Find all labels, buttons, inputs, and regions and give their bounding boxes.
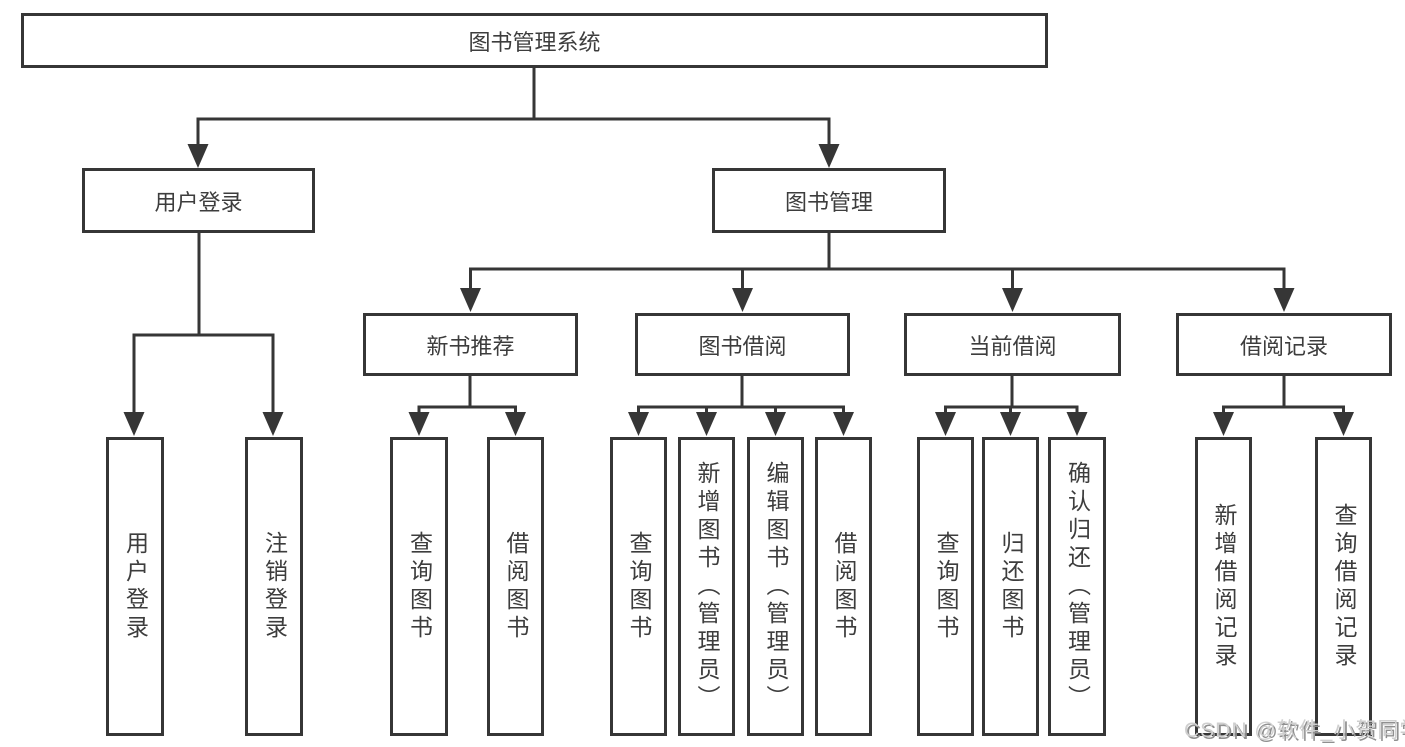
node-borrow-records-label: 借阅记录 — [1239, 333, 1328, 359]
leaf-logout: 注销登录 — [245, 437, 303, 736]
node-book-management: 图书管理 — [712, 168, 946, 233]
node-borrow-records: 借阅记录 — [1176, 313, 1392, 376]
node-root-label: 图书管理系统 — [468, 29, 601, 55]
node-current-borrow-label: 当前借阅 — [968, 333, 1057, 359]
leaf-recommend-borrow-books-label: 借阅图书 — [503, 530, 529, 643]
connector-user-login-children — [123, 232, 284, 436]
leaf-add-borrow-record: 新增借阅记录 — [1195, 437, 1252, 736]
leaf-add-borrow-record-label: 新增借阅记录 — [1211, 502, 1237, 671]
leaf-user-login-label: 用户登录 — [122, 530, 149, 643]
leaf-current-query-books: 查询图书 — [917, 437, 974, 736]
leaf-recommend-borrow-books: 借阅图书 — [487, 437, 544, 736]
leaf-return-books-label: 归还图书 — [998, 530, 1024, 643]
node-new-book-recommend: 新书推荐 — [363, 313, 578, 376]
leaf-recommend-query-books-label: 查询图书 — [406, 530, 433, 643]
leaf-borrow-books-label: 借阅图书 — [831, 530, 857, 643]
leaf-logout-label: 注销登录 — [261, 530, 288, 643]
node-user-login-label: 用户登录 — [154, 189, 243, 215]
leaf-add-books-admin: 新增图书（管理员） — [678, 437, 735, 736]
connector-book-borrow-children — [628, 376, 854, 436]
connector-current-borrow-children — [935, 376, 1088, 436]
leaf-return-books: 归还图书 — [982, 437, 1039, 736]
node-root-library-system: 图书管理系统 — [21, 13, 1048, 68]
leaf-borrow-books: 借阅图书 — [815, 437, 872, 736]
connector-borrow-records-children — [1213, 376, 1354, 436]
node-book-borrow-label: 图书借阅 — [698, 333, 787, 359]
node-user-login: 用户登录 — [82, 168, 315, 233]
leaf-borrow-query-books: 查询图书 — [610, 437, 667, 736]
leaf-query-borrow-record: 查询借阅记录 — [1315, 437, 1372, 736]
csdn-watermark: CSDN @软件_小贺同学 — [1184, 719, 1405, 742]
leaf-edit-books-admin: 编辑图书（管理员） — [747, 437, 804, 736]
connector-book-management-children — [460, 233, 1295, 312]
leaf-recommend-query-books: 查询图书 — [390, 437, 448, 736]
leaf-add-books-admin-label: 新增图书（管理员） — [694, 460, 720, 713]
connector-root-to-level1 — [187, 68, 840, 168]
leaf-edit-books-admin-label: 编辑图书（管理员） — [763, 460, 789, 713]
node-book-borrow: 图书借阅 — [635, 313, 850, 376]
leaf-confirm-return-admin-label: 确认归还（管理员） — [1064, 460, 1091, 713]
leaf-borrow-query-books-label: 查询图书 — [626, 530, 652, 643]
leaf-current-query-books-label: 查询图书 — [933, 530, 959, 643]
leaf-query-borrow-record-label: 查询借阅记录 — [1331, 502, 1357, 671]
leaf-confirm-return-admin: 确认归还（管理员） — [1048, 437, 1106, 736]
node-current-borrow: 当前借阅 — [904, 313, 1121, 376]
leaf-user-login: 用户登录 — [106, 437, 164, 736]
node-new-book-recommend-label: 新书推荐 — [426, 333, 515, 359]
connector-new-book-recommend-children — [408, 376, 526, 436]
node-book-management-label: 图书管理 — [784, 189, 873, 215]
